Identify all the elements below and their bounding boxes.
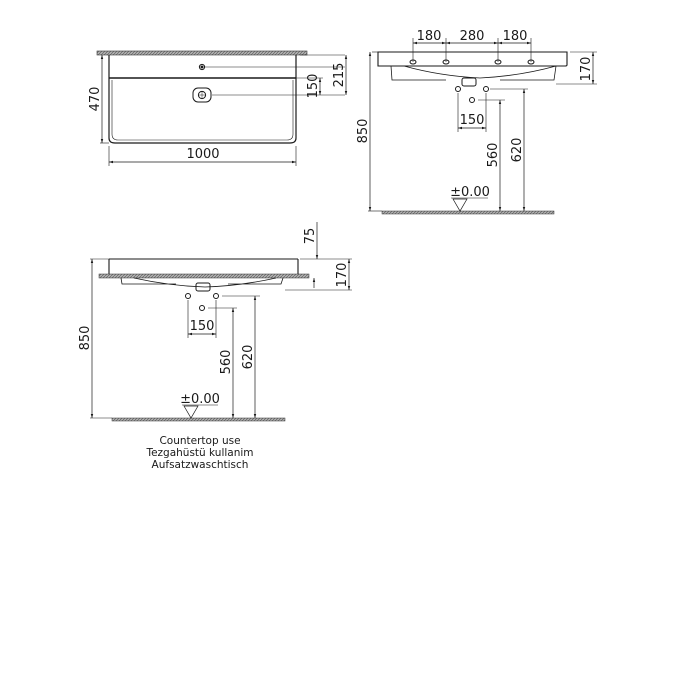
caption-line-tr: Tezgahüstü kullanim	[146, 447, 254, 459]
caption: Countertop use Tezgahüstü kullanim Aufsa…	[120, 435, 280, 471]
countertop-slab	[98, 273, 310, 279]
floor-line	[111, 417, 286, 422]
waste-point-icon	[469, 97, 475, 103]
tap-hole-icon	[198, 63, 206, 71]
depth-label: 470	[88, 87, 103, 112]
front-view-labels: 180 280 180 170 150 560 620 850 ±0.00	[356, 29, 594, 200]
supply-height-label: 620	[510, 138, 525, 163]
overall-height-label: 850	[356, 119, 371, 144]
floor-level-marker-icon	[183, 405, 199, 419]
floor-level-label: ±0.00	[180, 392, 220, 407]
tap-hole-offset-label: 215	[332, 63, 347, 88]
waste-height-label: 560	[219, 350, 234, 375]
caption-line-en: Countertop use	[159, 435, 241, 447]
countertop-edge	[96, 50, 308, 56]
caption-line-de: Aufsatzwaschtisch	[151, 459, 249, 471]
basin-height-label: 170	[335, 263, 350, 288]
floor-line	[381, 210, 555, 215]
supply-height-label: 620	[241, 345, 256, 370]
basin-above-counter	[108, 258, 299, 274]
waste-trap-icon	[461, 77, 477, 87]
supply-spacing-label: 150	[190, 319, 215, 334]
top-view-labels: 1000 470 150 215	[88, 63, 347, 162]
floor-level-marker-icon	[452, 198, 468, 212]
supply-point-icon	[483, 86, 489, 92]
top-view	[96, 50, 348, 166]
basin-front-outline	[377, 51, 568, 67]
basin-outline	[108, 55, 297, 144]
overall-height-label: 850	[78, 326, 93, 351]
waste-point-icon	[199, 305, 205, 311]
tap-spacing-right: 180	[503, 29, 528, 44]
front-view	[368, 38, 597, 215]
supply-point-icon	[213, 293, 219, 299]
basin-height-label: 170	[579, 57, 594, 82]
countertop-view-labels: 75 170 150 560 620 850 ±0.00	[78, 228, 350, 407]
waste-offset-label: 150	[306, 74, 321, 99]
tap-spacing-left: 180	[417, 29, 442, 44]
above-counter-label: 75	[303, 228, 318, 245]
waste-height-label: 560	[486, 143, 501, 168]
countertop-view	[90, 222, 352, 422]
width-label: 1000	[186, 147, 219, 162]
floor-level-label: ±0.00	[450, 185, 490, 200]
supply-spacing-label: 150	[460, 113, 485, 128]
supply-point-icon	[455, 86, 461, 92]
tap-spacing-middle: 280	[460, 29, 485, 44]
waste-trap-icon	[195, 282, 211, 292]
tap-holes	[409, 59, 535, 65]
supply-point-icon	[185, 293, 191, 299]
waste-outlet-icon	[192, 87, 212, 103]
